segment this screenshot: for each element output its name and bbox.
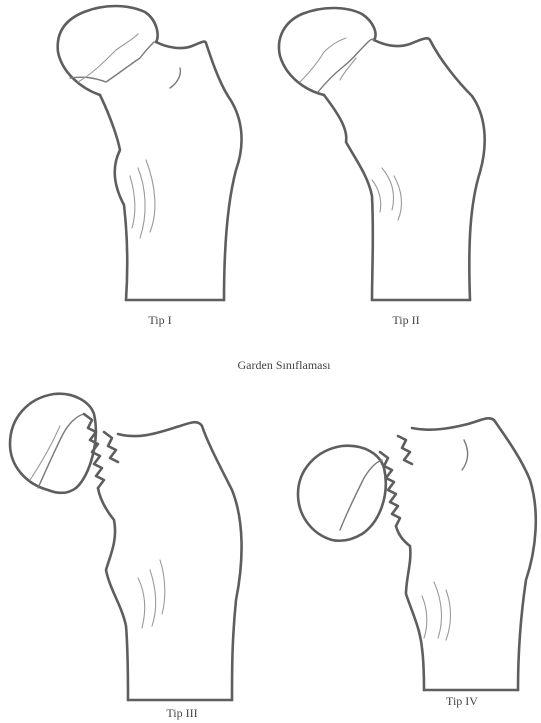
femur-tip-3 [10,394,242,700]
fracture-line [38,414,84,488]
femur-outline [118,422,242,700]
figure-title: Garden Sınıflaması [238,358,331,373]
panel-label-tip-2: Tip II [392,313,419,328]
femur-outline [374,38,485,300]
fracture-line [318,39,374,92]
fracture-line [70,42,154,82]
femur-tip-2 [279,8,485,300]
femur-outline [412,418,536,690]
panel-label-tip-3: Tip III [166,706,197,721]
femur-tip-1 [58,6,242,300]
femur-outline [156,42,242,300]
panel-label-tip-1: Tip I [148,313,171,328]
femur-tip-4 [298,418,536,690]
panel-label-tip-4: Tip IV [446,694,478,709]
femoral-head [10,394,96,493]
